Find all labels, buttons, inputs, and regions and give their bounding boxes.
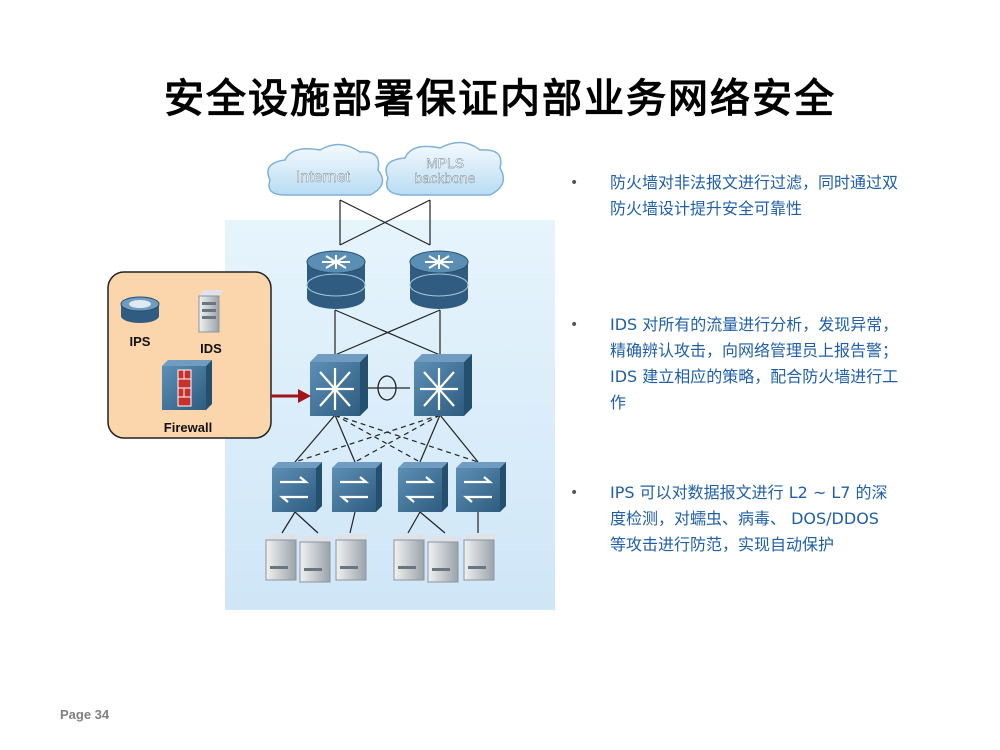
- bullet-text: IPS 可以对数据报文进行 L2 ~ L7 的深度检测，对蠕虫、病毒、 DOS/…: [610, 483, 888, 554]
- server-icon: [427, 536, 462, 583]
- server-icon: [265, 534, 300, 581]
- access-switch-icon: [272, 462, 322, 512]
- bullet-item-ips: • IPS 可以对数据报文进行 L2 ~ L7 的深度检测，对蠕虫、病毒、 DO…: [570, 480, 900, 558]
- router-icon: [409, 250, 469, 309]
- backup-links: [294, 414, 479, 463]
- backbone-label: backbone: [415, 170, 476, 186]
- ips-label: IPS: [130, 334, 151, 349]
- internet-label: Internet: [296, 169, 351, 186]
- security-devices-box: [107, 271, 272, 439]
- mpls-cloud: MPLS backbone: [385, 141, 505, 196]
- bullet-text: 防火墙对非法报文进行过滤，同时通过双防火墙设计提升安全可靠性: [610, 173, 899, 218]
- ips-icon: [120, 296, 160, 323]
- bullet-item-firewall: • 防火墙对非法报文进行过滤，同时通过双防火墙设计提升安全可靠性: [570, 170, 900, 222]
- ids-label: IDS: [200, 341, 222, 356]
- bullet-dot: •: [570, 317, 579, 333]
- bullet-dot: •: [570, 485, 579, 501]
- firewall-icon: [162, 360, 212, 410]
- link-aggregation-mark: [377, 375, 397, 401]
- internet-cloud: Internet: [267, 143, 384, 196]
- router-icon: [306, 250, 366, 309]
- bullet-dot: •: [570, 175, 579, 191]
- server-icon: [299, 536, 334, 583]
- connection-lines: [281, 199, 479, 534]
- access-switch-icon: [398, 462, 448, 512]
- server-icon: [393, 534, 428, 581]
- core-switch-icon: [310, 354, 368, 416]
- access-switch-icon: [332, 462, 382, 512]
- mpls-label: MPLS: [426, 155, 464, 171]
- arrow-icon: [271, 389, 311, 403]
- slide-title: 安全设施部署保证内部业务网络安全: [164, 76, 836, 122]
- page-number: Page 34: [60, 707, 110, 722]
- bullet-text: IDS 对所有的流量进行分析，发现异常，精确辨认攻击，向网络管理员上报告警； I…: [610, 315, 899, 412]
- ids-icon: [198, 290, 224, 333]
- core-switch-icon: [414, 354, 472, 416]
- bullet-item-ids: • IDS 对所有的流量进行分析，发现异常，精确辨认攻击，向网络管理员上报告警；…: [570, 312, 900, 416]
- firewall-label: Firewall: [164, 420, 212, 435]
- access-switch-icon: [456, 462, 506, 512]
- server-icon: [463, 534, 498, 581]
- server-icon: [335, 534, 370, 581]
